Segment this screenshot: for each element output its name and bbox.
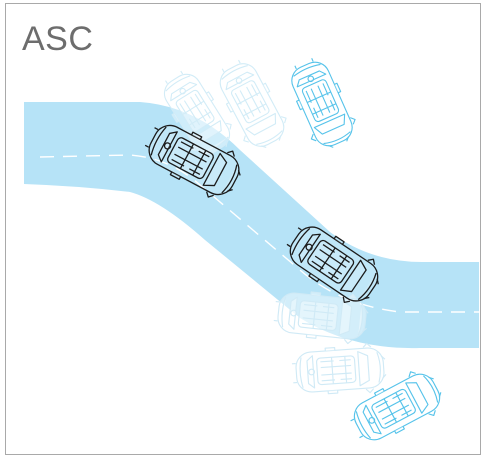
car-icon-ghost-understeer bbox=[281, 52, 361, 154]
